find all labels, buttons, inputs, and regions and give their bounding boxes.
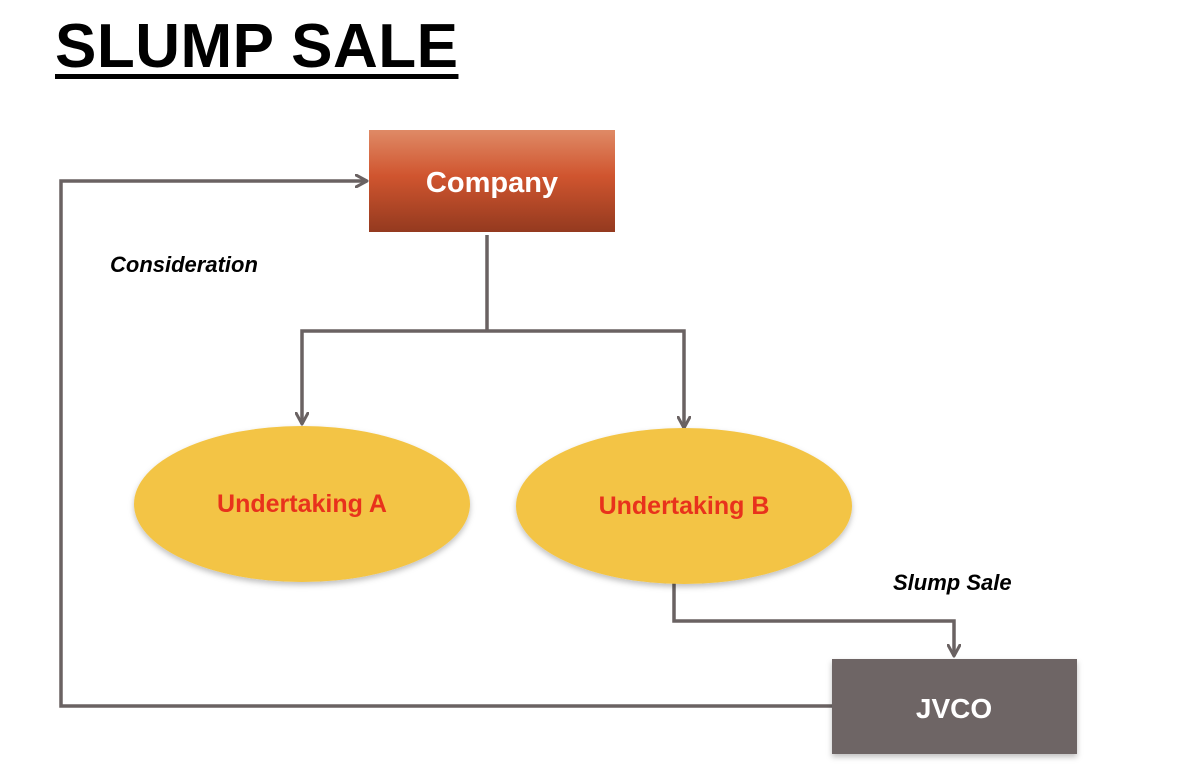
company-label: Company	[426, 167, 558, 199]
slump-sale-label: Slump Sale	[893, 570, 1012, 595]
connector-consideration	[59, 181, 832, 708]
consideration-label: Consideration	[110, 252, 258, 277]
jvco-node: JVCO	[832, 659, 1077, 754]
connector-to-undertaking-a	[302, 329, 487, 424]
connector-to-undertaking-b	[487, 329, 684, 428]
company-node: Company	[369, 130, 615, 232]
connectors	[59, 181, 954, 708]
undertaking-a-node: Undertaking A	[134, 426, 470, 582]
page-title: SLUMP SALE	[55, 12, 459, 81]
undertaking-a-label: Undertaking A	[217, 490, 387, 518]
connector-slump-sale	[672, 583, 954, 656]
undertaking-b-label: Undertaking B	[599, 492, 770, 520]
undertaking-b-node: Undertaking B	[516, 428, 852, 584]
jvco-label: JVCO	[916, 693, 992, 724]
